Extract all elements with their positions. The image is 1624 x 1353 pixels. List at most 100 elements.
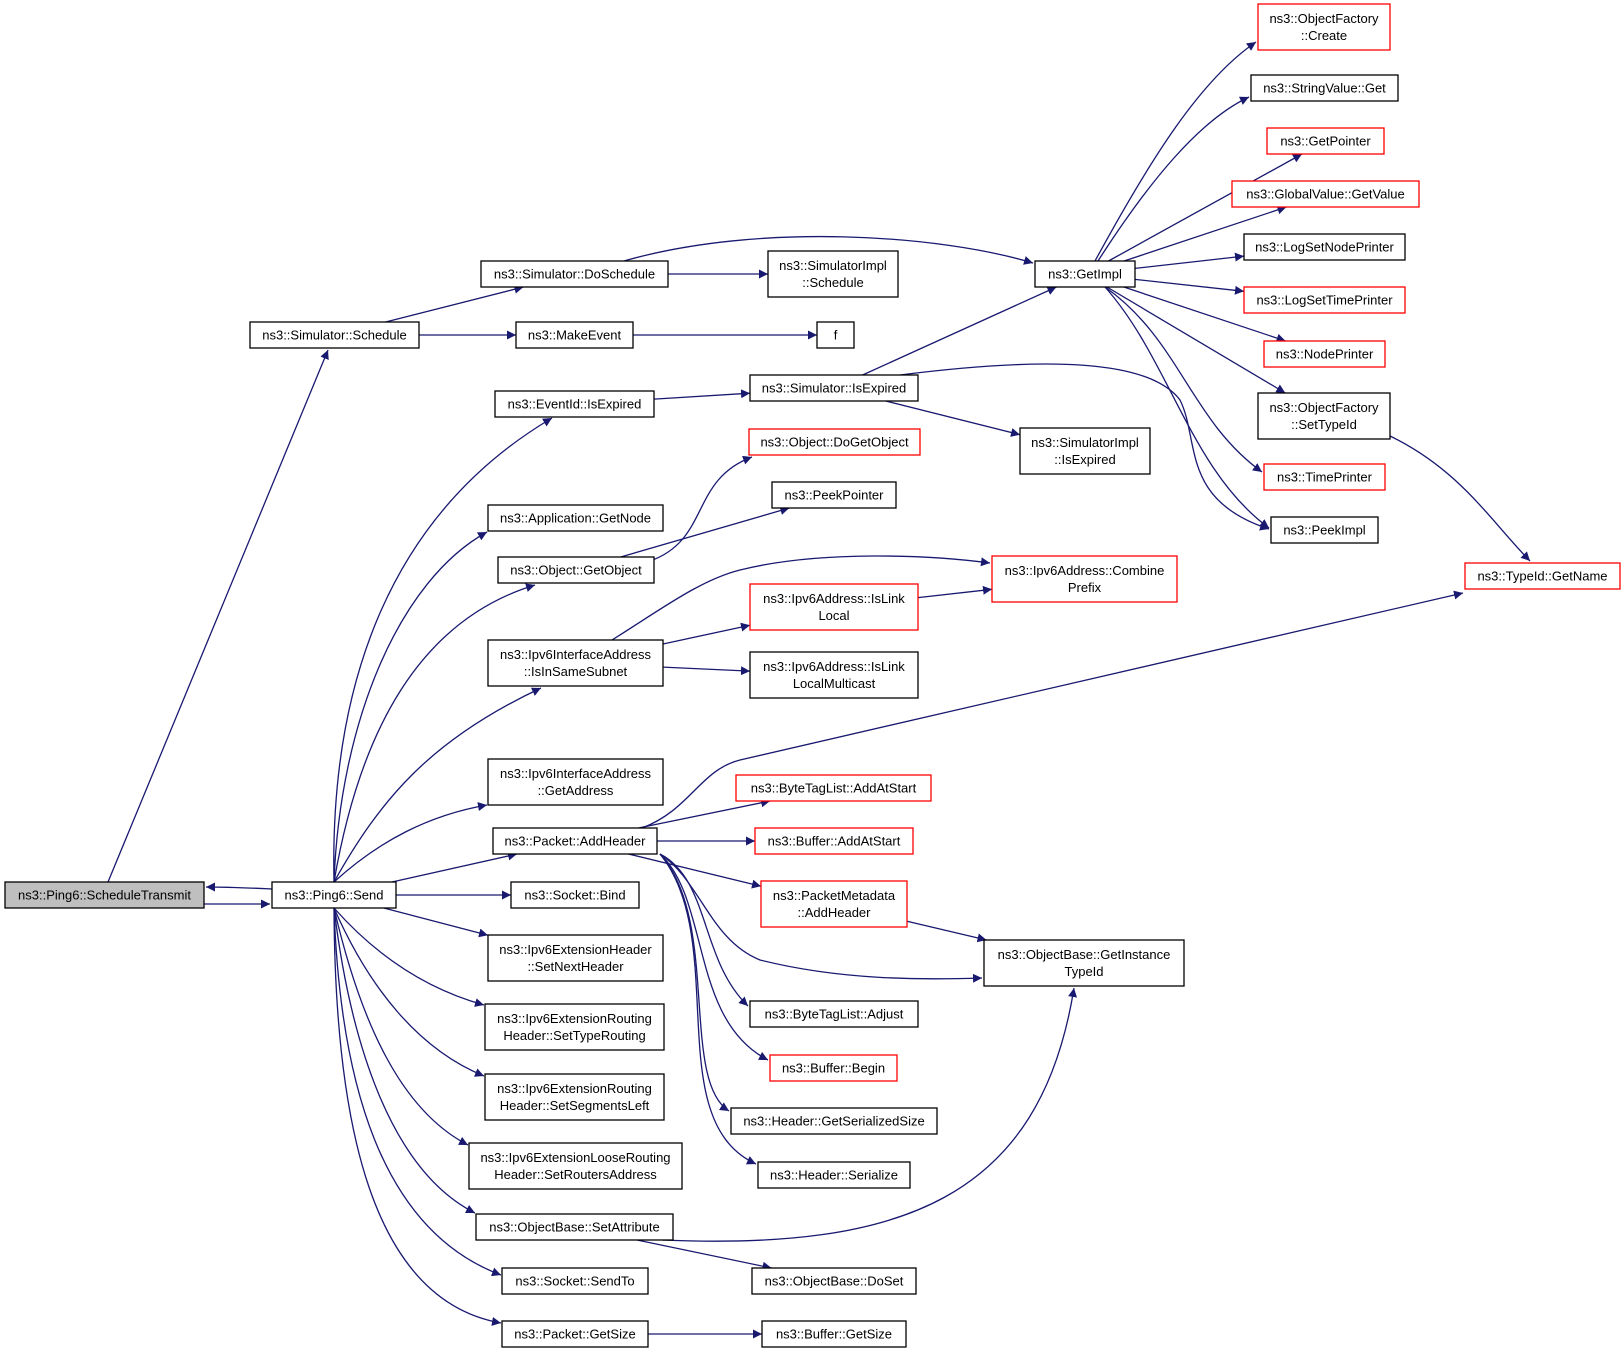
node-objfactory_settypeid[interactable]: ns3::ObjectFactory::SetTypeId (1257, 392, 1391, 440)
node-buffer_getsize[interactable]: ns3::Buffer::GetSize (761, 1320, 907, 1348)
node-box[interactable] (271, 881, 397, 909)
node-send[interactable]: ns3::Ping6::Send (271, 881, 397, 909)
node-box[interactable] (501, 1320, 649, 1348)
node-box[interactable] (475, 1213, 674, 1241)
node-box[interactable] (983, 939, 1185, 987)
node-objfactory_create[interactable]: ns3::ObjectFactory::Create (1257, 3, 1391, 51)
node-globalvalue_getvalue[interactable]: ns3::GlobalValue::GetValue (1231, 180, 1420, 208)
node-box[interactable] (1243, 286, 1406, 314)
node-box[interactable] (767, 250, 899, 298)
node-packet_getsize[interactable]: ns3::Packet::GetSize (501, 1320, 649, 1348)
node-logsettimeprinter[interactable]: ns3::LogSetTimePrinter (1243, 286, 1406, 314)
node-ipv6exthdr_setnextheader[interactable]: ns3::Ipv6ExtensionHeader::SetNextHeader (487, 934, 664, 982)
node-simimpl_isexpired[interactable]: ns3::SimulatorImpl::IsExpired (1019, 427, 1151, 475)
node-peekpointer[interactable]: ns3::PeekPointer (771, 481, 897, 509)
node-f[interactable]: f (816, 321, 855, 349)
node-packet_addheader[interactable]: ns3::Packet::AddHeader (492, 827, 658, 855)
node-box[interactable] (749, 1000, 919, 1028)
node-packetmetadata_addheader[interactable]: ns3::PacketMetadata::AddHeader (760, 880, 908, 928)
node-box[interactable] (730, 1107, 938, 1135)
node-header_getserializedsize[interactable]: ns3::Header::GetSerializedSize (730, 1107, 938, 1135)
node-stringvalue_get[interactable]: ns3::StringValue::Get (1250, 74, 1399, 102)
node-box[interactable] (487, 639, 664, 687)
node-box[interactable] (749, 651, 919, 699)
node-box[interactable] (757, 1161, 911, 1189)
node-box[interactable] (487, 758, 664, 806)
node-scheduletransmit[interactable]: ns3::Ping6::ScheduleTransmit (4, 881, 205, 909)
node-app_getnode[interactable]: ns3::Application::GetNode (487, 504, 664, 532)
node-box[interactable] (991, 555, 1178, 603)
node-obj_dogetobject[interactable]: ns3::Object::DoGetObject (748, 428, 921, 456)
node-makeevent[interactable]: ns3::MakeEvent (515, 321, 634, 349)
node-bytetaglist_adjust[interactable]: ns3::ByteTagList::Adjust (749, 1000, 919, 1028)
node-box[interactable] (480, 260, 669, 288)
node-box[interactable] (1266, 127, 1385, 155)
node-simimpl_schedule[interactable]: ns3::SimulatorImpl::Schedule (767, 250, 899, 298)
node-objbase_doset[interactable]: ns3::ObjectBase::DoSet (751, 1267, 917, 1295)
node-sim_isexpired[interactable]: ns3::Simulator::IsExpired (749, 374, 919, 402)
node-box[interactable] (510, 881, 640, 909)
node-box[interactable] (249, 321, 420, 349)
node-box[interactable] (468, 1142, 683, 1190)
node-box[interactable] (735, 774, 932, 802)
node-ipv6extrouting_settyperouting[interactable]: ns3::Ipv6ExtensionRoutingHeader::SetType… (484, 1003, 665, 1051)
node-box[interactable] (1257, 392, 1391, 440)
node-box[interactable] (816, 321, 855, 349)
node-eventid_isexpired[interactable]: ns3::EventId::IsExpired (494, 390, 655, 418)
node-box[interactable] (761, 1320, 907, 1348)
node-box[interactable] (1464, 562, 1621, 590)
node-ipv6extlooserouting_setroutersaddress[interactable]: ns3::Ipv6ExtensionLooseRoutingHeader::Se… (468, 1142, 683, 1190)
node-buffer_begin[interactable]: ns3::Buffer::Begin (769, 1054, 898, 1082)
node-buffer_addatstart[interactable]: ns3::Buffer::AddAtStart (754, 827, 914, 855)
node-box[interactable] (749, 374, 919, 402)
node-nodeprinter[interactable]: ns3::NodePrinter (1263, 340, 1386, 368)
node-box[interactable] (749, 583, 919, 631)
node-box[interactable] (4, 881, 205, 909)
node-box[interactable] (484, 1003, 665, 1051)
node-sim_schedule[interactable]: ns3::Simulator::Schedule (249, 321, 420, 349)
node-getpointer[interactable]: ns3::GetPointer (1266, 127, 1385, 155)
node-peekimpl[interactable]: ns3::PeekImpl (1270, 516, 1379, 544)
node-box[interactable] (771, 481, 897, 509)
node-ipv6ifaddr_isinsamesubnet[interactable]: ns3::Ipv6InterfaceAddress::IsInSameSubne… (487, 639, 664, 687)
node-box[interactable] (1257, 3, 1391, 51)
node-header_serialize[interactable]: ns3::Header::Serialize (757, 1161, 911, 1189)
node-box[interactable] (751, 1267, 917, 1295)
node-box[interactable] (1250, 74, 1399, 102)
node-box[interactable] (497, 556, 655, 584)
node-box[interactable] (1243, 233, 1406, 261)
node-box[interactable] (515, 321, 634, 349)
node-logsetnodeprinter[interactable]: ns3::LogSetNodePrinter (1243, 233, 1406, 261)
node-box[interactable] (1270, 516, 1379, 544)
node-box[interactable] (492, 827, 658, 855)
node-box[interactable] (1019, 427, 1151, 475)
node-typeid_getname[interactable]: ns3::TypeId::GetName (1464, 562, 1621, 590)
node-box[interactable] (754, 827, 914, 855)
node-ipv6extrouting_setsegmentsleft[interactable]: ns3::Ipv6ExtensionRoutingHeader::SetSegm… (484, 1073, 665, 1121)
node-socket_bind[interactable]: ns3::Socket::Bind (510, 881, 640, 909)
node-box[interactable] (748, 428, 921, 456)
node-box[interactable] (1231, 180, 1420, 208)
node-timeprinter[interactable]: ns3::TimePrinter (1263, 463, 1386, 491)
node-box[interactable] (769, 1054, 898, 1082)
node-getimpl[interactable]: ns3::GetImpl (1034, 260, 1136, 288)
node-box[interactable] (487, 934, 664, 982)
node-socket_sendto[interactable]: ns3::Socket::SendTo (501, 1267, 649, 1295)
node-box[interactable] (1263, 463, 1386, 491)
node-box[interactable] (484, 1073, 665, 1121)
node-box[interactable] (760, 880, 908, 928)
node-box[interactable] (1263, 340, 1386, 368)
node-box[interactable] (487, 504, 664, 532)
node-bytetaglist_addatstart[interactable]: ns3::ByteTagList::AddAtStart (735, 774, 932, 802)
node-box[interactable] (501, 1267, 649, 1295)
node-ipv6ifaddr_getaddress[interactable]: ns3::Ipv6InterfaceAddress::GetAddress (487, 758, 664, 806)
node-box[interactable] (494, 390, 655, 418)
node-objbase_setattribute[interactable]: ns3::ObjectBase::SetAttribute (475, 1213, 674, 1241)
node-sim_doschedule[interactable]: ns3::Simulator::DoSchedule (480, 260, 669, 288)
node-box[interactable] (1034, 260, 1136, 288)
node-obj_getobject[interactable]: ns3::Object::GetObject (497, 556, 655, 584)
